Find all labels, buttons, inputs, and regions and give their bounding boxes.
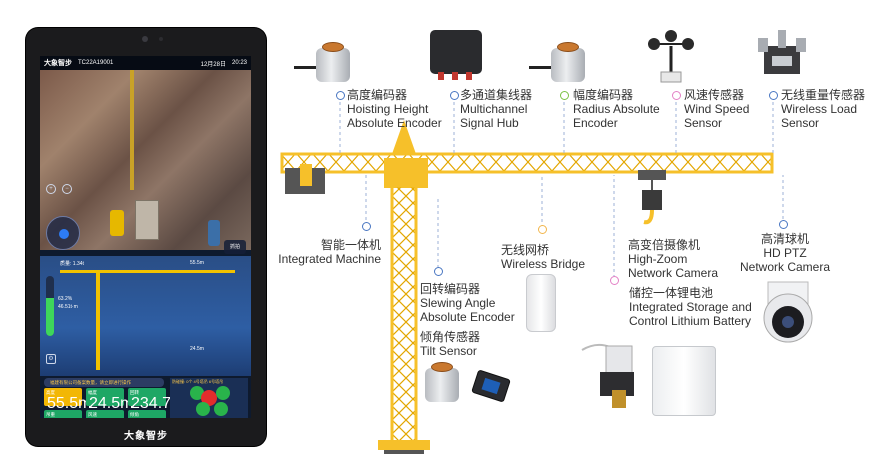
crane-jib [280, 152, 774, 174]
zoomcam-dot [610, 276, 619, 285]
status-brand: 大象智步 [44, 60, 72, 67]
crane-base [378, 440, 430, 450]
slewing-encoder-image [425, 362, 459, 402]
anti-collision-radar: 防碰撞: 0个 4号塔吊 6号塔吊 [170, 378, 248, 418]
slewing-dot [434, 267, 443, 276]
gauge-moment-label: 46.51t·m [58, 304, 78, 310]
metric-tile: 倾角 [128, 410, 166, 418]
metric-tile: 回转 [128, 388, 166, 406]
model-mast [96, 270, 100, 370]
camera-worker [110, 210, 124, 236]
hook-block [642, 190, 662, 210]
bridge-dot [538, 225, 547, 234]
settings-icon[interactable]: ⚙ [46, 354, 56, 364]
metric-value: 55.5m [47, 395, 92, 412]
alert-banner: 福建有限公司备案数量，请立即进行操作 [44, 378, 164, 387]
signal-hub-image [430, 30, 482, 80]
gauge-percent-label: 63.2% [58, 296, 73, 302]
radar-title: 防碰撞: 0个 4号塔吊 6号塔吊 [172, 379, 224, 384]
front-camera [142, 36, 148, 42]
side-button-capture[interactable]: 抓拍 [224, 240, 246, 254]
status-date: 12月28日 [200, 61, 226, 68]
metric-value: 24.5m [89, 395, 134, 412]
model-load-readout: 质量: 1.34t [60, 261, 84, 267]
metric-tile: 吊重 [44, 410, 82, 418]
metric-tile: 幅度 [86, 388, 124, 406]
moment-gauge [46, 276, 54, 336]
status-time: 20:23 [231, 60, 247, 66]
live-camera-view[interactable]: + − 录像 截图 抓拍 录制 全屏 [40, 70, 251, 286]
tablet-brand-logo: 大象智步 [124, 431, 168, 442]
radius-dot [560, 91, 569, 100]
wind-dot [672, 91, 681, 100]
crane-base-plate [384, 450, 424, 454]
zoom-camera-image [581, 343, 634, 408]
tablet-screen: 大象智步 TC22A19001 12月28日 20:23 + − 录像 截图 抓… [40, 56, 251, 418]
light-sensor [159, 37, 163, 41]
metric-value: 0.82t [47, 417, 83, 418]
metric-value: 234.7° [131, 395, 178, 412]
model-height-readout: 55.5m [190, 260, 204, 266]
zoom-in-icon[interactable]: + [46, 184, 56, 194]
hub-dot [450, 91, 459, 100]
ptz-control-icon[interactable] [46, 216, 80, 250]
load-sensor-image [758, 30, 806, 74]
model-jib [60, 270, 235, 273]
crane-model-view: 质量: 1.34t 55.5m 24.5m 63.2% 46.51t·m ⚙ [40, 256, 251, 376]
moment-gauge-fill [46, 298, 54, 336]
tower-cab [384, 158, 428, 188]
radius-encoder-image [529, 42, 585, 82]
integrated-machine-tablet: 大象智步 TC22A19001 12月28日 20:23 + − 录像 截图 抓… [26, 28, 266, 446]
ptz-dot [779, 220, 788, 229]
zoom-out-icon[interactable]: − [62, 184, 72, 194]
model-radius-readout: 24.5m [190, 346, 204, 352]
crane-hook [643, 209, 654, 225]
leader-lines [339, 96, 784, 278]
metric-tile: 高度 [44, 388, 82, 406]
machine-dot [362, 222, 371, 231]
anemometer-image [648, 30, 694, 83]
tower-apex [392, 120, 416, 154]
camera-tower-mast [130, 70, 134, 190]
crane-mast [390, 184, 418, 446]
camera-load [135, 200, 159, 240]
load-dot [769, 91, 778, 100]
wireless-bridge-image [526, 274, 556, 332]
ptz-camera-image [763, 281, 813, 343]
hoisting-encoder-image [294, 42, 350, 82]
trolley [638, 170, 666, 180]
camera-worker [208, 220, 220, 246]
status-device-id: TC22A19001 [78, 60, 114, 66]
metric-tile: 风速 [86, 410, 124, 418]
metric-value: 4.5m/s [89, 417, 137, 418]
counter-jib-block [300, 164, 312, 186]
hoisting-dot [336, 91, 345, 100]
status-bar: 大象智步 TC22A19001 12月28日 20:23 [40, 56, 251, 70]
lithium-battery-image [652, 346, 716, 416]
